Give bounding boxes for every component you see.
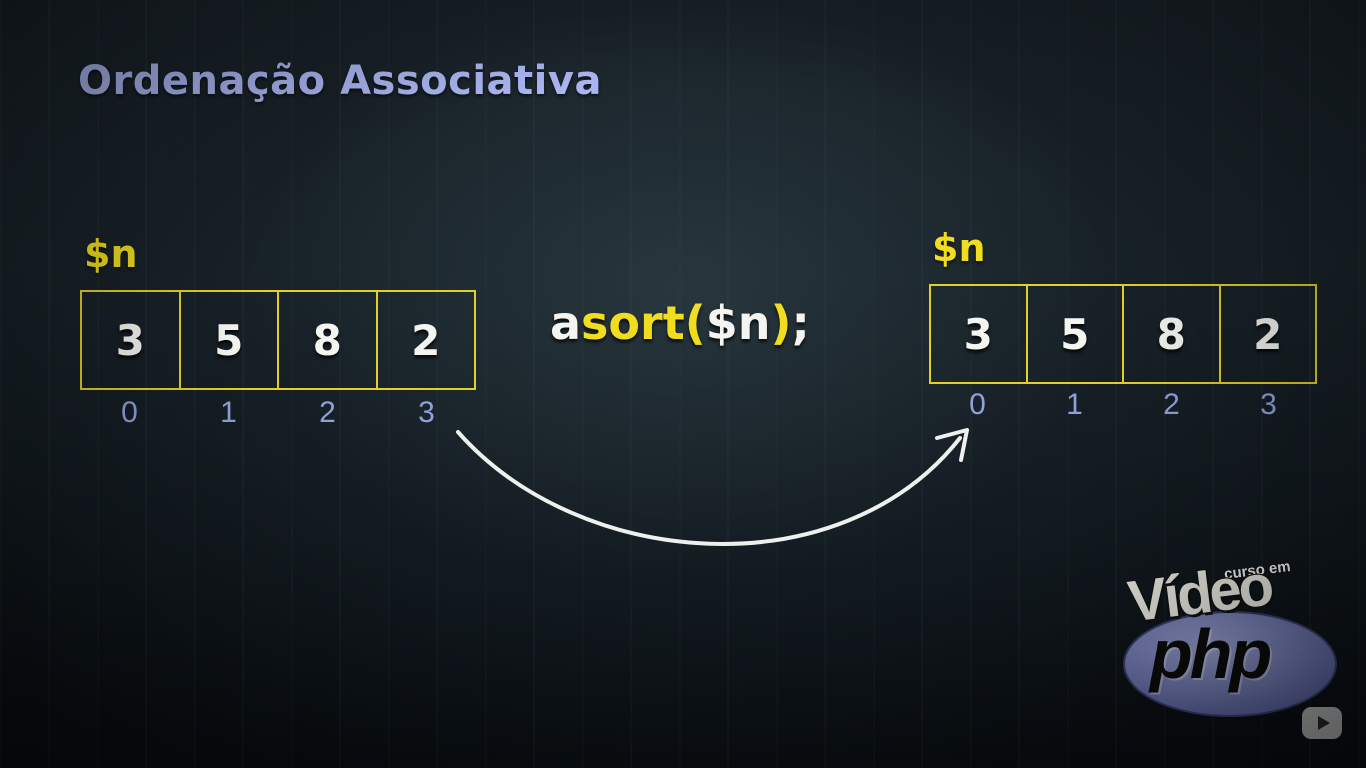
right-array-index: 2 <box>1163 388 1180 421</box>
left-array-index: 3 <box>418 396 435 429</box>
right-array-label: $n <box>932 226 986 270</box>
right-array: 3 5 8 2 <box>929 284 1317 384</box>
php-ellipse-logo <box>1123 611 1337 717</box>
left-array-index: 1 <box>220 396 237 429</box>
right-array-index: 0 <box>969 388 986 421</box>
play-button[interactable] <box>1302 707 1342 739</box>
left-array-cell: 3 <box>82 292 181 388</box>
code-function: sort <box>581 296 685 350</box>
code-close-paren: ) <box>770 296 792 350</box>
right-array-index: 3 <box>1260 388 1277 421</box>
right-array-cell: 3 <box>931 286 1028 382</box>
left-array-cell: 5 <box>181 292 279 388</box>
left-array-label: $n <box>84 232 138 276</box>
asort-code: asort($n); <box>550 296 810 350</box>
left-array-cell: 2 <box>411 315 441 365</box>
right-array-cell: 5 <box>1028 286 1124 382</box>
left-array-cell: 8 <box>279 292 378 388</box>
curved-arrow-icon <box>456 428 969 546</box>
play-icon <box>1317 716 1330 730</box>
slide-title: Ordenação Associativa <box>78 58 602 104</box>
right-array-index: 1 <box>1066 388 1083 421</box>
code-open-paren: ( <box>684 296 706 350</box>
left-array-index: 0 <box>121 396 138 429</box>
right-array-cell: 2 <box>1253 309 1283 359</box>
left-array-index: 2 <box>319 396 336 429</box>
right-array-indices: 0 1 2 3 <box>929 388 1317 422</box>
right-array-cell: 8 <box>1124 286 1221 382</box>
code-prefix: a <box>550 296 582 350</box>
left-array-indices: 0 1 2 3 <box>80 396 476 430</box>
code-argument: $n <box>705 296 771 350</box>
code-terminator: ; <box>791 296 810 350</box>
left-array: 3 5 8 2 <box>80 290 476 390</box>
logo-php: php <box>1150 615 1272 693</box>
